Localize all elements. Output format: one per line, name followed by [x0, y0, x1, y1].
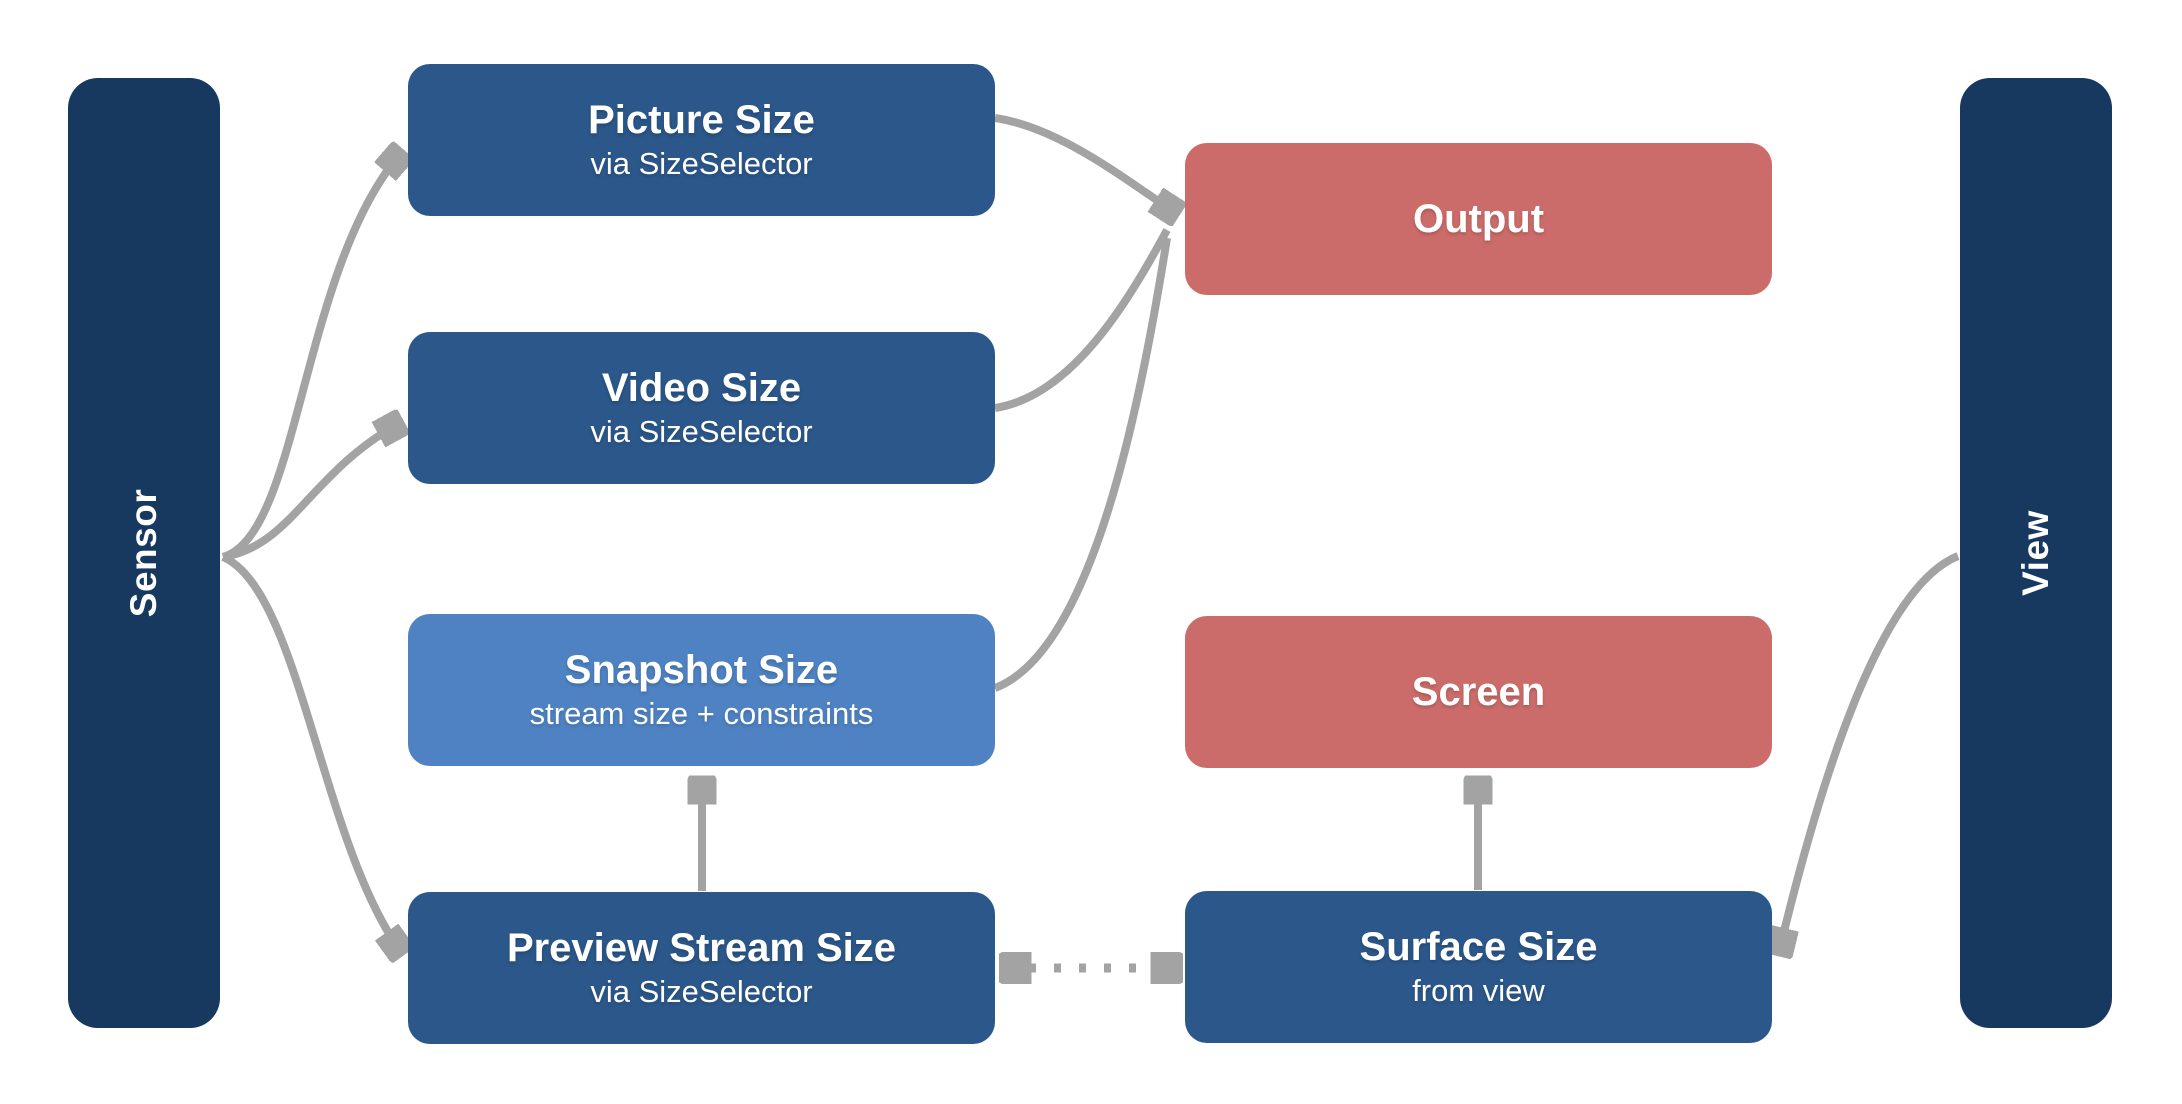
- node-surface-size: Surface Size from view: [1185, 891, 1772, 1043]
- sensor-bar: Sensor: [68, 78, 220, 1028]
- node-surface-size-subtitle: from view: [1412, 973, 1545, 1009]
- node-snapshot-size-title: Snapshot Size: [564, 648, 839, 693]
- view-bar: View: [1960, 78, 2112, 1028]
- node-snapshot-size: Snapshot Size stream size + constraints: [408, 614, 995, 766]
- edge-video-to-output: [994, 228, 1171, 412]
- node-output: Output: [1185, 143, 1772, 295]
- edge-view-to-surface: [1779, 552, 1960, 952]
- node-video-size-subtitle: via SizeSelector: [590, 414, 813, 450]
- edge-snapshot-to-output: [993, 237, 1171, 692]
- node-snapshot-size-subtitle: stream size + constraints: [529, 696, 874, 732]
- sensor-label: Sensor: [123, 488, 164, 618]
- node-screen: Screen: [1185, 616, 1772, 768]
- view-label: View: [2015, 510, 2056, 596]
- node-picture-size: Picture Size via SizeSelector: [408, 64, 995, 216]
- node-picture-size-subtitle: via SizeSelector: [590, 146, 813, 182]
- node-screen-title: Screen: [1411, 670, 1546, 714]
- edge-picture-to-output: [994, 114, 1176, 213]
- edge-sensor-to-picture: [221, 153, 401, 561]
- node-video-size: Video Size via SizeSelector: [408, 332, 995, 484]
- node-preview-stream-size-subtitle: via SizeSelector: [590, 974, 813, 1010]
- node-preview-stream-size: Preview Stream Size via SizeSelector: [408, 892, 995, 1044]
- node-output-title: Output: [1412, 197, 1545, 241]
- edge-sensor-to-video: [222, 423, 400, 561]
- edge-sensor-to-preview: [221, 553, 401, 952]
- node-preview-stream-size-title: Preview Stream Size: [506, 926, 897, 971]
- node-picture-size-title: Picture Size: [588, 98, 815, 143]
- node-video-size-title: Video Size: [601, 366, 802, 411]
- node-surface-size-title: Surface Size: [1359, 925, 1598, 970]
